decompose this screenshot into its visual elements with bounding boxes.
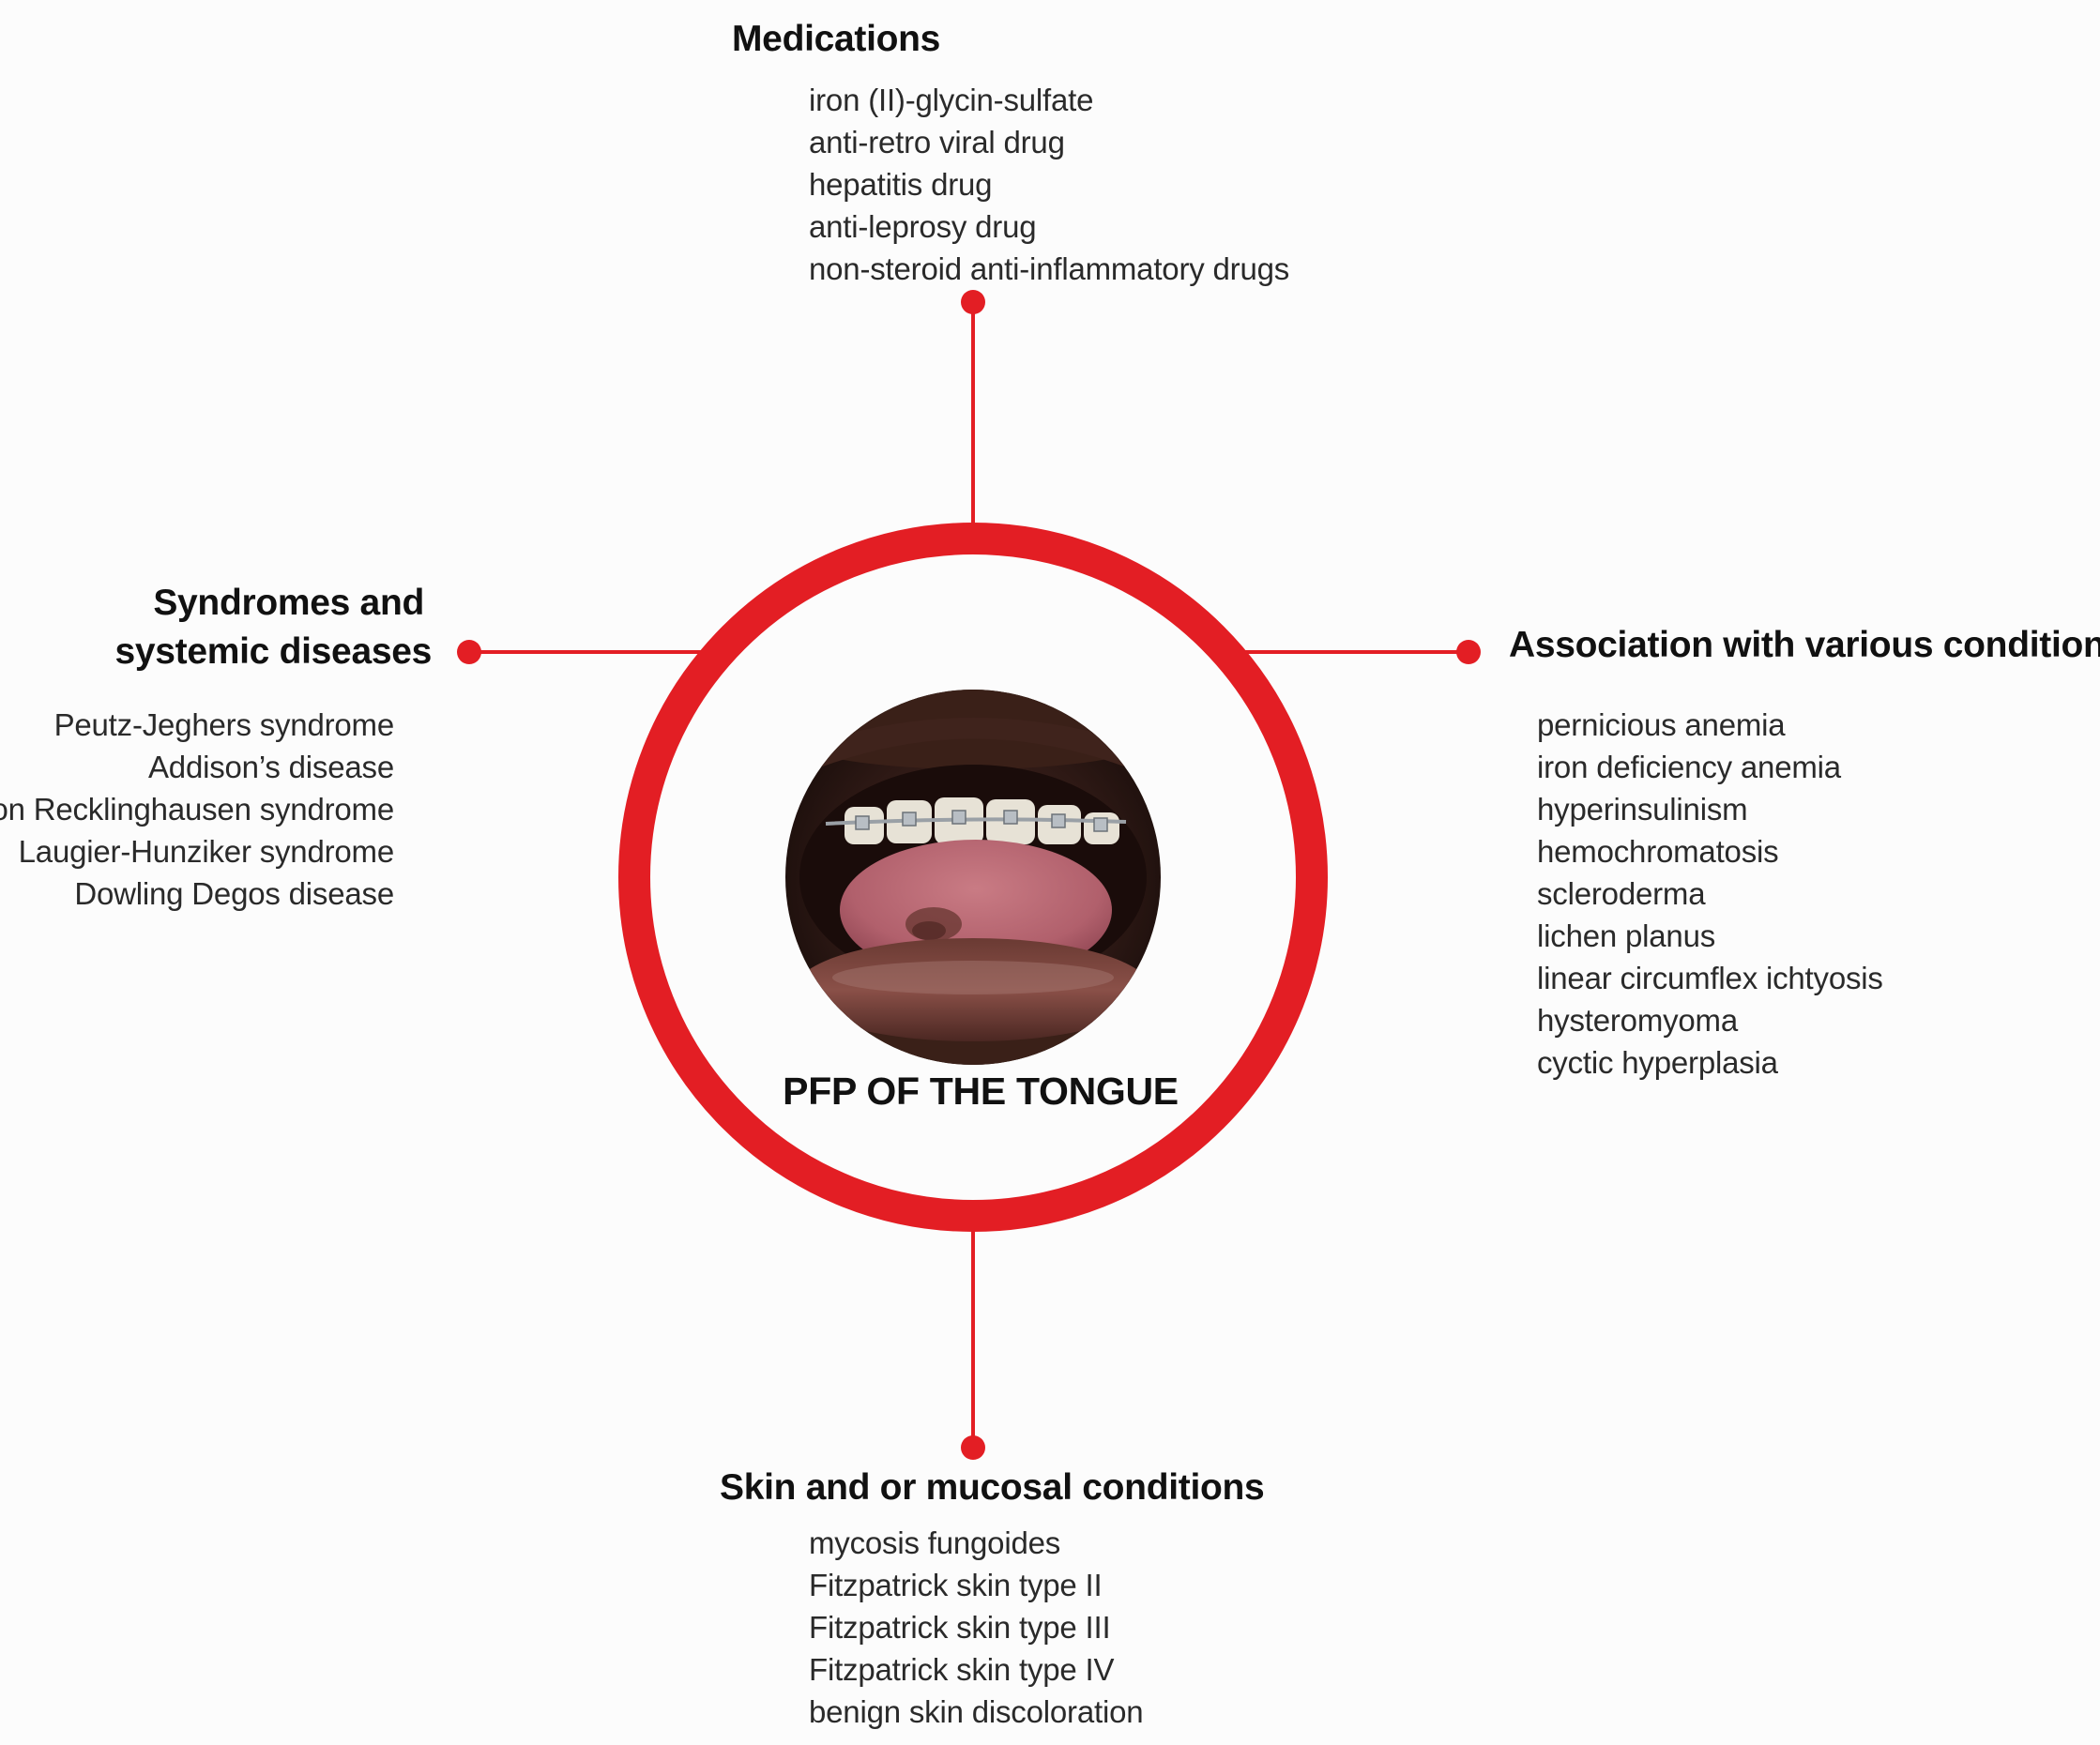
list-item: von Recklinghausen syndrome bbox=[0, 792, 394, 827]
skin-heading: Skin and or mucosal conditions bbox=[720, 1467, 1265, 1508]
dot-left bbox=[457, 640, 481, 664]
center-ring bbox=[618, 523, 1328, 1232]
dot-right bbox=[1456, 640, 1481, 664]
list-item: iron deficiency anemia bbox=[1537, 750, 1841, 784]
list-item: cyctic hyperplasia bbox=[1537, 1045, 1778, 1080]
syndromes-heading-line1: Syndromes and bbox=[153, 583, 424, 623]
syndromes-heading: Syndromes and systemic diseases bbox=[114, 579, 433, 676]
dot-top bbox=[961, 290, 985, 314]
list-item: benign skin discoloration bbox=[809, 1694, 1144, 1729]
center-title: PFP OF THE TONGUE bbox=[783, 1070, 1179, 1113]
syndromes-list: Peutz-Jeghers syndrome Addison’s disease… bbox=[0, 704, 394, 915]
list-item: Peutz-Jeghers syndrome bbox=[53, 707, 395, 742]
list-item: mycosis fungoides bbox=[809, 1525, 1061, 1560]
dot-bottom bbox=[961, 1435, 985, 1460]
list-item: scleroderma bbox=[1537, 876, 1706, 911]
tongue-photo bbox=[785, 690, 1161, 1065]
list-item: linear circumflex ichtyosis bbox=[1537, 961, 1883, 995]
list-item: hepatitis drug bbox=[809, 167, 993, 202]
list-item: Laugier-Hunziker syndrome bbox=[18, 834, 395, 869]
list-item: anti-leprosy drug bbox=[809, 209, 1037, 244]
list-item: hysteromyoma bbox=[1537, 1003, 1739, 1038]
list-item: lichen planus bbox=[1537, 918, 1716, 953]
list-item: non-steroid anti-inflammatory drugs bbox=[809, 251, 1290, 286]
skin-list: mycosis fungoides Fitzpatrick skin type … bbox=[809, 1522, 1144, 1733]
list-item: Fitzpatrick skin type III bbox=[809, 1610, 1111, 1645]
list-item: pernicious anemia bbox=[1537, 707, 1786, 742]
syndromes-heading-line2: systemic diseases bbox=[114, 631, 433, 672]
associations-list: pernicious anemia iron deficiency anemia… bbox=[1537, 704, 1883, 1084]
list-item: Dowling Degos disease bbox=[74, 876, 394, 911]
list-item: Addison’s disease bbox=[147, 750, 394, 784]
list-item: anti-retro viral drug bbox=[809, 125, 1065, 159]
list-item: hemochromatosis bbox=[1537, 834, 1779, 869]
list-item: Fitzpatrick skin type II bbox=[809, 1568, 1103, 1602]
list-item: iron (II)-glycin-sulfate bbox=[809, 83, 1094, 117]
medications-heading: Medications bbox=[732, 19, 941, 59]
associations-heading: Association with various conditions bbox=[1509, 625, 2100, 665]
list-item: hyperinsulinism bbox=[1537, 792, 1748, 827]
list-item: Fitzpatrick skin type IV bbox=[809, 1652, 1115, 1687]
medications-list: iron (II)-glycin-sulfate anti-retro vira… bbox=[809, 79, 1289, 290]
